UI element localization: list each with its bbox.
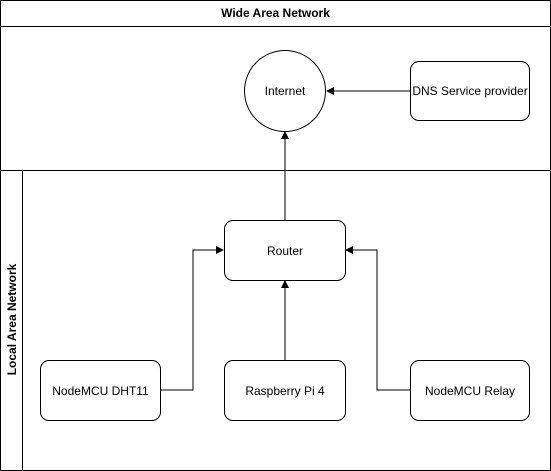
nodemcu-relay-node: NodeMCU Relay (410, 360, 530, 421)
edge-relay-to-router (345, 246, 410, 391)
edge-dht11-to-router (161, 246, 224, 391)
wan-title: Wide Area Network (0, 0, 551, 27)
dns-provider-node: DNS Service provider (410, 61, 530, 121)
router-node: Router (224, 220, 346, 281)
raspberry-pi-node: Raspberry Pi 4 (224, 360, 346, 421)
nodemcu-dht11-node: NodeMCU DHT11 (40, 360, 161, 421)
lan-label-strip (0, 170, 23, 471)
internet-node: Internet (244, 50, 326, 132)
wan-lan-divider (0, 170, 551, 171)
